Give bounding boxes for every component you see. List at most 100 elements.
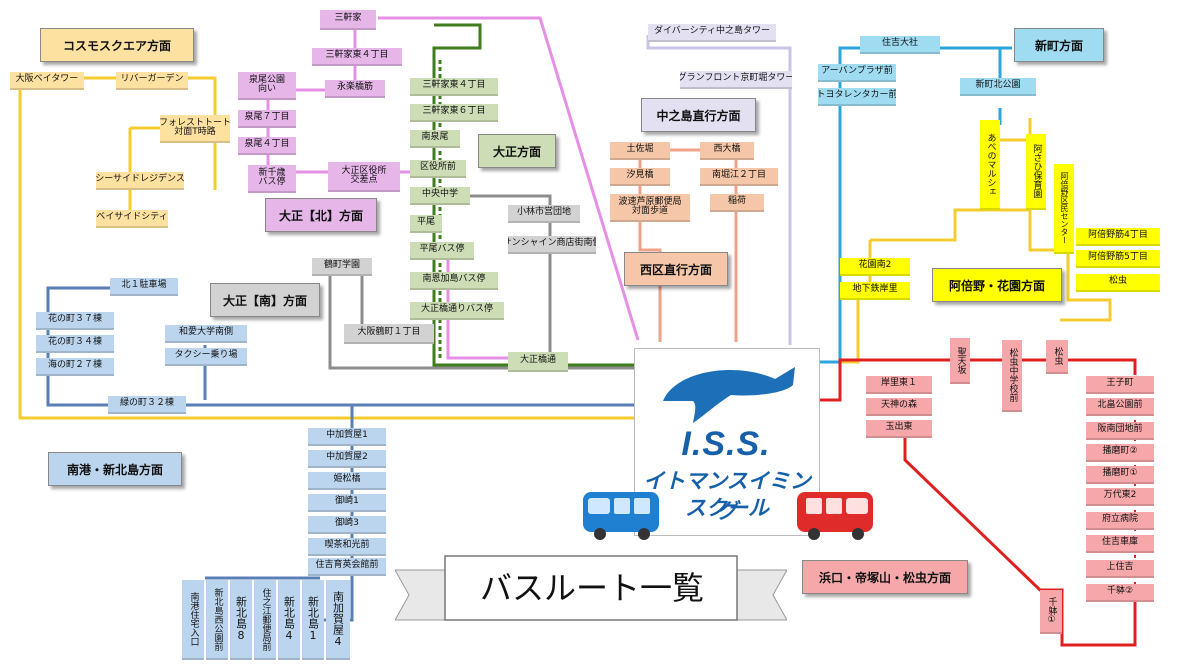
stop-inari: 稲荷 xyxy=(710,194,764,212)
stop-misaki1: 御崎1 xyxy=(308,494,386,512)
stop-nishi-ohashi: 西大橋 xyxy=(700,142,754,160)
stop-sangenya-higashi4: 三軒家東４丁目 xyxy=(312,48,402,66)
stop-hananomachi37: 花の町３７棟 xyxy=(36,312,114,330)
stop-shiomi: 汐見橋 xyxy=(610,168,670,186)
dolphin-icon xyxy=(663,367,795,423)
stop-hirao-busstop: 平尾バス停 xyxy=(410,242,474,260)
stop-toyota: トヨタレンタカー前 xyxy=(818,88,896,106)
direction-nakanoshima: 中之島直行方面 xyxy=(641,98,756,132)
direction-nanko: 南港・新北島方面 xyxy=(48,452,182,486)
stop-cafe: 喫茶和光前 xyxy=(308,538,386,556)
stop-kamisumiyoshi: 上住吉 xyxy=(1086,560,1154,578)
stop-wakyo: 和愛大学南側 xyxy=(165,325,247,343)
stop-matsumushi-yellow: 松虫 xyxy=(1076,274,1160,292)
stop-namba-cross: 波速芦原郵便局 対面歩道 xyxy=(610,194,690,222)
stop-taisho-bashi: 大正橋通 xyxy=(508,352,568,372)
stop-osaka-bay: 大阪ベイタワー xyxy=(10,72,84,90)
stop-asahi-hoikuen: 阿さひ保育園 xyxy=(1026,134,1046,210)
stop-hankai-mae: 阪南団地前 xyxy=(1086,422,1154,440)
stop-izuo-koen: 泉尾公園 向い xyxy=(238,72,296,100)
stop-shinchitose: 新千歳 バス停 xyxy=(248,165,296,193)
stop-osaka-tsurumachi1: 大阪鶴町１丁目 xyxy=(344,324,434,344)
stop-minami-izuo: 南泉尾 xyxy=(410,130,460,148)
stop-forest-town: フォレストトート 対面T時路 xyxy=(160,115,230,143)
stop-seaside: シーサイドレジデンス xyxy=(96,172,184,190)
stop-abeno-marche: あべのマルシェ xyxy=(980,120,1000,210)
stop-uminomachi27: 海の町２７棟 xyxy=(36,358,114,376)
stop-tamade-higashi: 玉出東 xyxy=(866,420,932,438)
stop-hananomachi34: 花の町３４棟 xyxy=(36,335,114,353)
stop-diver-city: ダイバーシティ中之島タワー xyxy=(648,24,776,42)
direction-cosmo-square: コスモスクエア方面 xyxy=(40,28,194,62)
red-bus-icon xyxy=(797,492,873,540)
stop-oujicho: 王子町 xyxy=(1086,376,1154,394)
stop-izuo4: 泉尾４丁目 xyxy=(238,137,296,155)
stop-tsurumachi-gakuen: 鶴町学園 xyxy=(312,258,372,276)
stop-himematsu2: 播磨町② xyxy=(1086,444,1154,462)
direction-taisho: 大正方面 xyxy=(478,134,556,168)
stop-kishisato-higashi1: 岸里東１ xyxy=(866,376,932,394)
stop-eiraku: 永楽橋筋 xyxy=(325,80,385,98)
route-line-green xyxy=(432,23,508,367)
page-title: バスルート一覧 xyxy=(479,570,704,606)
route-line-pink xyxy=(378,16,640,341)
logo-text-school: スクール xyxy=(685,497,769,520)
stop-nanko-jutaku: 南港住宅入口 xyxy=(182,580,204,660)
stop-minamihorie2: 南堀江２丁目 xyxy=(700,168,778,186)
stop-sumiyoshi-jinja: 住吉大社 xyxy=(860,36,940,54)
stop-hirao: 平尾 xyxy=(410,215,442,233)
stop-nakakagaya1: 中加賀屋1 xyxy=(308,428,386,446)
stop-himematsu1: 播磨町① xyxy=(1086,466,1154,484)
stop-shinkitajima1: 新北島1 xyxy=(302,580,324,660)
stop-grand-front: グランフロント京町堀タワー xyxy=(680,71,792,89)
stop-chika-kishi: 地下鉄岸里 xyxy=(840,282,910,300)
stop-sunshine: サンシャイン商店街南側 xyxy=(508,236,596,254)
route-line-abeno xyxy=(818,288,870,364)
stop-komatsu: 小林市営団地 xyxy=(508,205,580,223)
stop-shinmachi-kita: 新町北公園 xyxy=(960,78,1036,96)
stop-minami-kanagai: 南恩加島バス停 xyxy=(410,272,498,290)
iss-logo: I.S.S. イトマンスイミング スクール xyxy=(634,348,820,536)
stop-chuo-chugaku: 中央中学 xyxy=(410,187,470,205)
direction-nishiku: 西区直行方面 xyxy=(624,252,728,286)
stop-taxi: タクシー乗り場 xyxy=(165,348,247,366)
stop-hiramatsu: 姫松橋 xyxy=(308,472,386,490)
stop-hanazono2: 花園南2 xyxy=(840,258,910,276)
route-line-salmon3 xyxy=(638,160,662,342)
stop-urban-plaza: アーバンプラザ前 xyxy=(818,64,896,82)
stop-river-garden: リバーガーデン xyxy=(116,72,188,90)
stop-manzai2: 万代東2 xyxy=(1086,488,1154,506)
direction-abeno-hanazono: 阿倍野・花園方面 xyxy=(932,268,1062,302)
stop-wakaba32: 緑の町３２棟 xyxy=(108,396,186,414)
stop-abeno-center: 阿倍野区民センター xyxy=(1054,164,1074,254)
stop-izuo7: 泉尾７丁目 xyxy=(238,110,296,128)
stop-kuyakusho-mae: 区役所前 xyxy=(410,160,466,178)
stop-tenjin-no-mori: 天神の森 xyxy=(866,398,932,416)
stop-sangenya-higashi6: 三軒家東６丁目 xyxy=(410,104,498,122)
direction-shinmachi: 新町方面 xyxy=(1014,28,1104,62)
direction-hamaguchi: 浜口・帝塚山・松虫方面 xyxy=(802,560,968,594)
title-banner-ribbon xyxy=(395,555,787,621)
direction-taisho-south: 大正【南】方面 xyxy=(210,283,320,317)
stop-nakakagaya2: 中加賀屋2 xyxy=(308,450,386,468)
stop-sumiyoshi-ikusei: 住吉育英会館前 xyxy=(308,558,386,576)
stop-abenosuji5: 阿倍野筋5丁目 xyxy=(1076,250,1160,268)
stop-suminoe: 住之江郵便局前 xyxy=(254,580,276,660)
blue-bus-icon xyxy=(583,492,659,540)
stop-matsumushi-chugakko: 松虫中学校前 xyxy=(1002,340,1022,412)
stop-sumiyoshi-shako: 住吉車庫 xyxy=(1086,535,1154,553)
stop-sangenya-higashi4-green: 三軒家東４丁目 xyxy=(410,78,498,96)
stop-taisho-bashi-dori: 大正橋通りバス停 xyxy=(410,302,504,320)
route-line-abeno3 xyxy=(990,208,1112,322)
stop-abenosuji4: 阿倍野筋4丁目 xyxy=(1076,228,1160,246)
stop-bayside-city: ベイサイドシティ xyxy=(96,210,168,228)
logo-text-itoman: イトマンスイミング xyxy=(643,470,811,523)
stop-taisho-kuyakusho: 大正区役所 交差点 xyxy=(328,162,400,192)
stop-senbu2: 千躰② xyxy=(1086,584,1154,602)
route-line-red xyxy=(818,358,1137,402)
route-line-blue xyxy=(46,286,635,407)
stop-seitenzaka: 聖天坂 xyxy=(950,338,970,384)
stop-shinkitajima8: 新北島8 xyxy=(230,580,252,660)
route-line-abeno2 xyxy=(870,118,1032,242)
stop-kitabatake: 北畠公園前 xyxy=(1086,398,1154,416)
